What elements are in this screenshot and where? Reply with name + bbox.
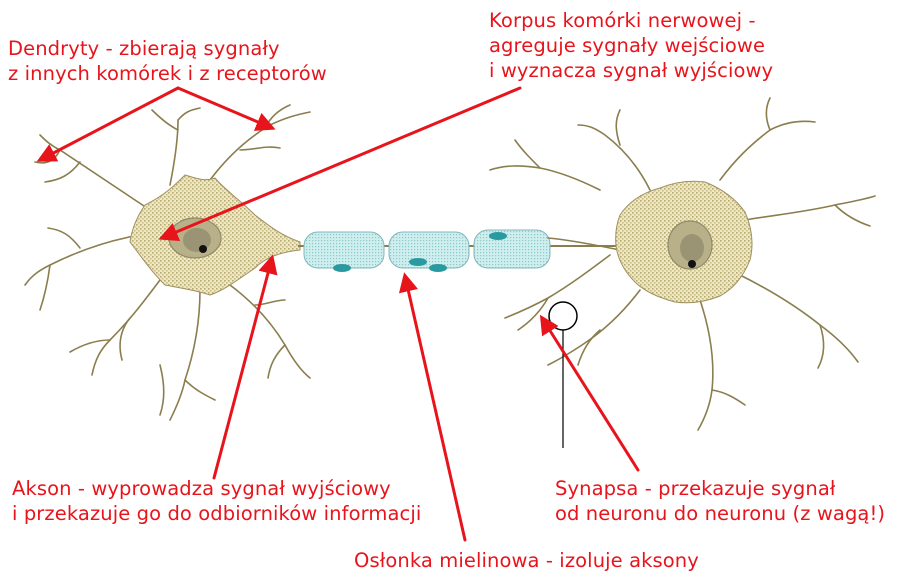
- left-nucleolus: [199, 245, 207, 253]
- cell-body-label: Korpus komórki nerwowej - agreguje sygna…: [489, 8, 773, 83]
- cell-body-label-line-3: i wyznacza sygnał wyjściowy: [489, 58, 773, 83]
- axon-label-line-1: Akson - wyprowadza sygnał wyjściowy: [12, 476, 421, 501]
- myelin-label-line-1: Osłonka mielinowa - izoluje aksony: [354, 548, 699, 573]
- myelin-sheath: [304, 230, 550, 272]
- arrow-axon: [214, 258, 272, 478]
- synapse-marker: [549, 302, 577, 330]
- cell-body-label-line-1: Korpus komórki nerwowej -: [489, 8, 773, 33]
- synapse-label-line-1: Synapsa - przekazuje sygnał: [555, 476, 885, 501]
- arrow-dendrites-right: [178, 88, 272, 128]
- arrow-cell-body: [162, 88, 520, 238]
- cell-body-label-line-2: agreguje sygnały wejściowe: [489, 33, 773, 58]
- synapse-label: Synapsa - przekazuje sygnał od neuronu d…: [555, 476, 885, 526]
- axon-label: Akson - wyprowadza sygnał wyjściowy i pr…: [12, 476, 421, 526]
- synapse-label-line-2: od neuronu do neuronu (z wagą!): [555, 501, 885, 526]
- axon-label-line-2: i przekazuje go do odbiorników informacj…: [12, 501, 421, 526]
- dendrites-label: Dendryty - zbierają sygnały z innych kom…: [8, 36, 327, 86]
- dendrites-label-line-2: z innych komórek i z receptorów: [8, 61, 327, 86]
- annotation-arrows: [40, 88, 638, 540]
- right-nucleolus: [688, 260, 696, 268]
- dendrites-label-line-1: Dendryty - zbierają sygnały: [8, 36, 327, 61]
- myelin-label: Osłonka mielinowa - izoluje aksony: [354, 548, 699, 573]
- arrow-dendrites-left: [40, 88, 178, 160]
